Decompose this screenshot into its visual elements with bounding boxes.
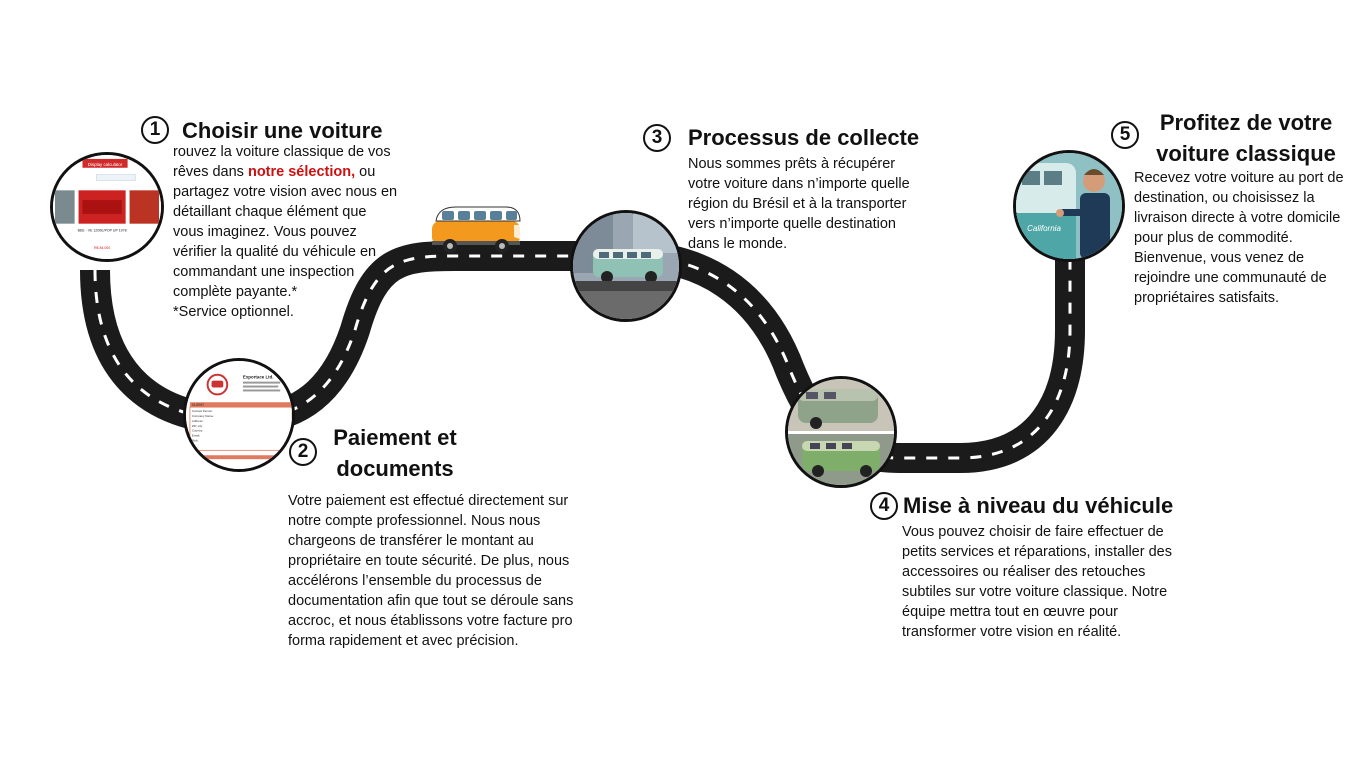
step4-photo: [785, 376, 897, 488]
step2-photo: Exportace Ltd. CLIENT Contact Person: Co…: [183, 358, 295, 472]
p2-field-0: Contact Person:: [192, 409, 213, 413]
step5-photo: California: [1013, 150, 1125, 262]
step1-note: *Service optionnel.: [173, 304, 294, 320]
step5-number: 5: [1111, 121, 1139, 149]
step1-description: rouvez la voiture classique de vos rêves…: [173, 142, 398, 322]
p1-caption: BEE - VE 1200E/POP UP 1978: [78, 229, 127, 233]
step5-description: Recevez votre voiture au port de destina…: [1134, 170, 1344, 306]
step5-title-line1: Profitez de votre: [1159, 110, 1333, 135]
step1-number: 1: [141, 116, 169, 144]
p2-header: Exportace Ltd.: [243, 375, 274, 380]
step3-number: 3: [643, 124, 671, 152]
selection-link[interactable]: notre sélection,: [247, 164, 356, 180]
step1-desc-b: ou partagez votre vision avec nous en dé…: [173, 164, 398, 300]
step3-title: Processus de collecte: [688, 125, 920, 150]
step4-number: 4: [870, 492, 898, 520]
step1-title: Choisir une voiture: [182, 118, 383, 143]
step2-title-line1: Paiement et: [333, 425, 457, 450]
step1-desc-a: rouvez la voiture classique de vos rêves…: [173, 144, 391, 180]
step1-photo: Display calculator BEE - VE 1200E/POP UP…: [50, 152, 164, 262]
p1-price: R$ 84.000: [94, 246, 110, 250]
step5-title-line2: voiture classique: [1156, 141, 1336, 166]
p2-field-4: Country:: [192, 429, 203, 433]
step2-title-line2: documents: [336, 456, 454, 481]
p2-field-2: Address:: [192, 419, 204, 423]
p1-banner: Display calculator: [88, 162, 123, 167]
p2-field-3: ZIP, city:: [192, 424, 203, 428]
p2-field-5: Email:: [192, 434, 200, 438]
step4-description: Vous pouvez choisir de faire effectuer d…: [902, 524, 1172, 640]
step3-photo: [570, 210, 682, 322]
step4-title: Mise à niveau du véhicule: [903, 493, 1174, 518]
van-illustration: [432, 206, 521, 253]
step2-number: 2: [289, 438, 317, 466]
step2-description: Votre paiement est effectué directement …: [288, 493, 574, 649]
p2-field-1: Company Name:: [192, 414, 214, 418]
step2-title: Paiement et documents: [322, 422, 468, 484]
p2-field-6: Mob:: [192, 439, 199, 443]
step3-description: Nous sommes prêts à récupérer votre voit…: [688, 156, 910, 252]
p2-client: CLIENT: [192, 403, 205, 407]
p5-sign: California: [1027, 224, 1061, 233]
step5-title: Profitez de votre voiture classique: [1146, 107, 1346, 169]
